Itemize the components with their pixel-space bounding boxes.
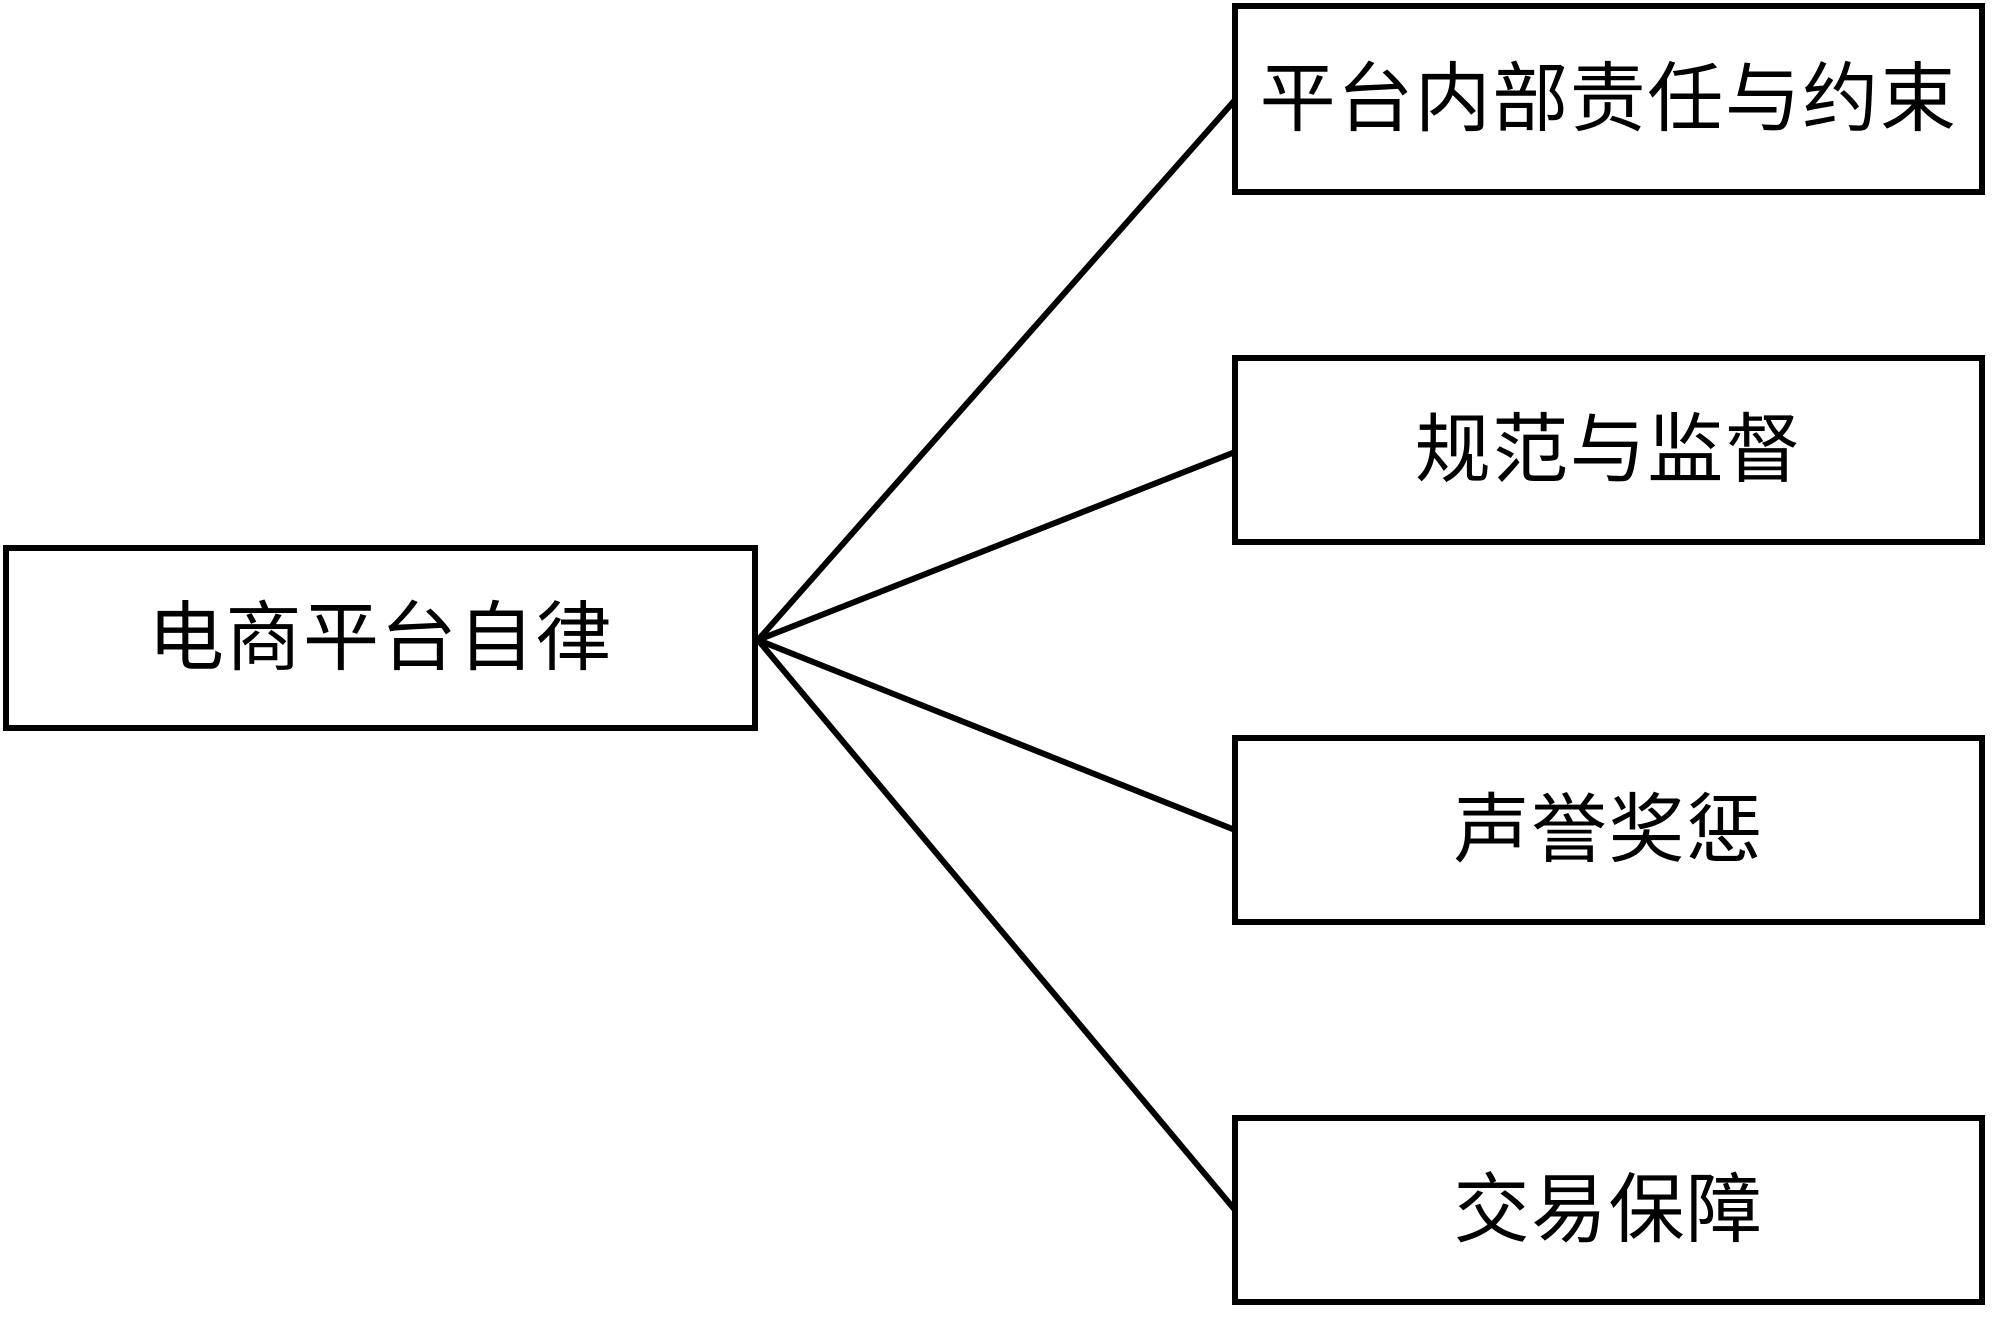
- branch-node-label: 声誉奖惩: [1453, 785, 1764, 874]
- branch-node-platform-internal-responsibility[interactable]: 平台内部责任与约束: [1232, 3, 1985, 195]
- branch-node-regulation-supervision[interactable]: 规范与监督: [1232, 355, 1985, 545]
- branch-node-reputation-reward-punishment[interactable]: 声誉奖惩: [1232, 735, 1985, 925]
- branch-node-transaction-guarantee[interactable]: 交易保障: [1232, 1115, 1985, 1305]
- root-node[interactable]: 电商平台自律: [3, 545, 758, 731]
- branch-node-label: 平台内部责任与约束: [1259, 54, 1958, 143]
- connector-root-to-branch-1: [756, 449, 1237, 643]
- connector-root-to-branch-2: [756, 637, 1237, 833]
- branch-node-label: 交易保障: [1453, 1165, 1764, 1254]
- connector-root-to-branch-0: [755, 98, 1238, 642]
- connector-root-to-branch-3: [755, 638, 1238, 1212]
- branch-node-label: 规范与监督: [1414, 405, 1803, 494]
- root-node-label: 电商平台自律: [147, 593, 614, 682]
